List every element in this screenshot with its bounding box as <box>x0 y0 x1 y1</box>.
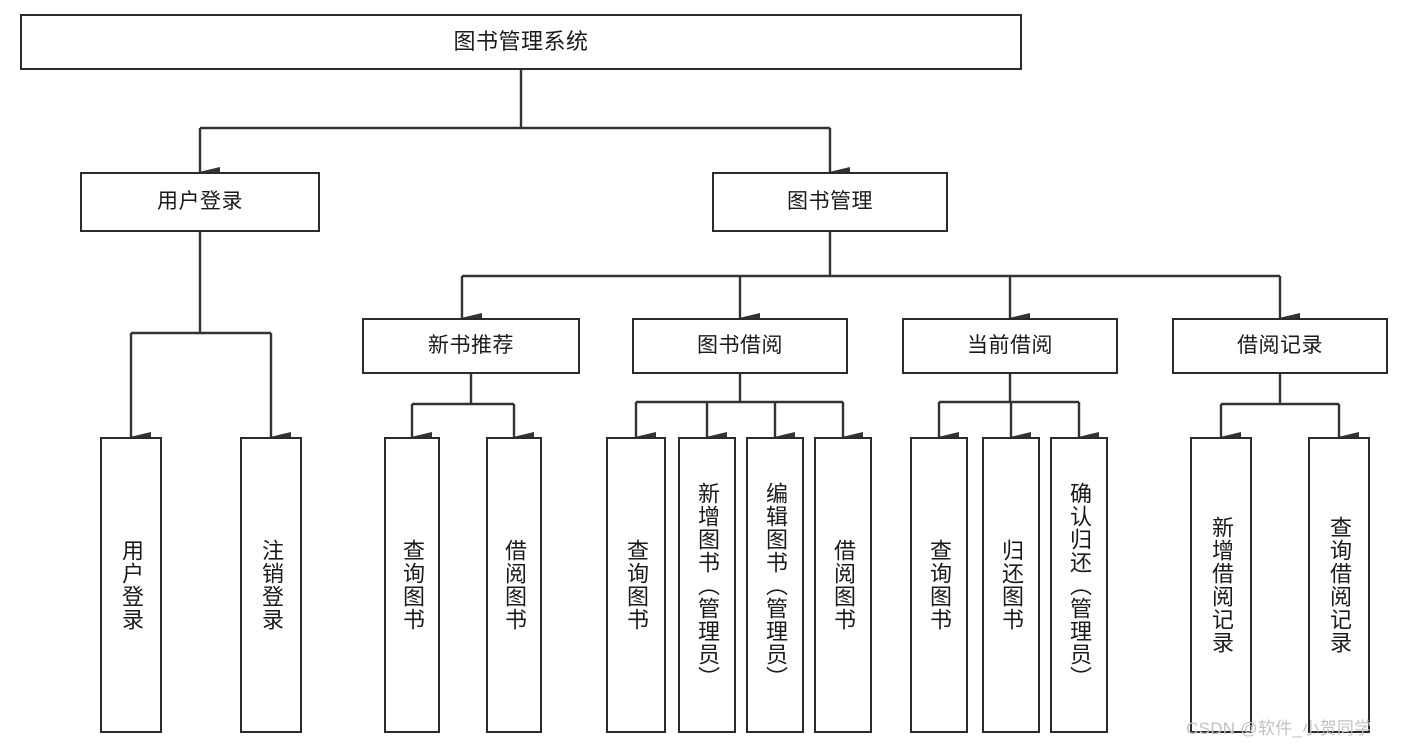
node-leaf-borrow-book-1-label: 借阅图书 <box>502 539 527 631</box>
node-root[interactable]: 图书管理系统 <box>20 14 1022 70</box>
node-leaf-confirm-return-label: 确认归还（管理员） <box>1067 481 1092 689</box>
node-new-book-rec-label: 新书推荐 <box>428 334 514 358</box>
node-new-book-rec[interactable]: 新书推荐 <box>362 318 580 374</box>
node-leaf-user-login[interactable]: 用户登录 <box>100 437 162 733</box>
node-leaf-query-book-2[interactable]: 查询图书 <box>606 437 666 733</box>
node-current-borrow[interactable]: 当前借阅 <box>902 318 1118 374</box>
node-leaf-borrow-book-2-label: 借阅图书 <box>831 539 856 631</box>
node-leaf-edit-book-label: 编辑图书（管理员） <box>763 481 788 689</box>
node-book-borrow-label: 图书借阅 <box>697 334 783 358</box>
node-leaf-borrow-book-1[interactable]: 借阅图书 <box>486 437 542 733</box>
node-leaf-return-book-label: 归还图书 <box>999 539 1024 631</box>
node-leaf-confirm-return[interactable]: 确认归还（管理员） <box>1050 437 1108 733</box>
node-leaf-query-book-3-label: 查询图书 <box>927 539 952 631</box>
node-leaf-query-book-3[interactable]: 查询图书 <box>910 437 968 733</box>
node-leaf-edit-book[interactable]: 编辑图书（管理员） <box>746 437 804 733</box>
node-leaf-add-book-label: 新增图书（管理员） <box>695 481 720 689</box>
watermark: CSDN @软件_小贺同学 <box>1186 719 1372 738</box>
node-user-login-label: 用户登录 <box>157 190 243 214</box>
node-leaf-add-record-label: 新增借阅记录 <box>1209 516 1234 654</box>
node-leaf-query-book-1-label: 查询图书 <box>400 539 425 631</box>
node-leaf-query-book-1[interactable]: 查询图书 <box>384 437 440 733</box>
node-leaf-return-book[interactable]: 归还图书 <box>982 437 1040 733</box>
node-leaf-user-logout[interactable]: 注销登录 <box>240 437 302 733</box>
node-leaf-query-record[interactable]: 查询借阅记录 <box>1308 437 1370 733</box>
node-leaf-user-logout-label: 注销登录 <box>259 539 284 631</box>
node-current-borrow-label: 当前借阅 <box>967 334 1053 358</box>
node-borrow-record[interactable]: 借阅记录 <box>1172 318 1388 374</box>
node-leaf-query-record-label: 查询借阅记录 <box>1327 516 1352 654</box>
node-root-label: 图书管理系统 <box>453 28 589 54</box>
node-user-login[interactable]: 用户登录 <box>80 172 320 232</box>
node-book-borrow[interactable]: 图书借阅 <box>632 318 848 374</box>
node-leaf-borrow-book-2[interactable]: 借阅图书 <box>814 437 872 733</box>
node-leaf-add-record[interactable]: 新增借阅记录 <box>1190 437 1252 733</box>
node-book-manage[interactable]: 图书管理 <box>712 172 948 232</box>
node-leaf-user-login-label: 用户登录 <box>119 539 144 631</box>
node-borrow-record-label: 借阅记录 <box>1237 334 1323 358</box>
node-leaf-query-book-2-label: 查询图书 <box>624 539 649 631</box>
node-book-manage-label: 图书管理 <box>787 190 873 214</box>
node-leaf-add-book[interactable]: 新增图书（管理员） <box>678 437 736 733</box>
